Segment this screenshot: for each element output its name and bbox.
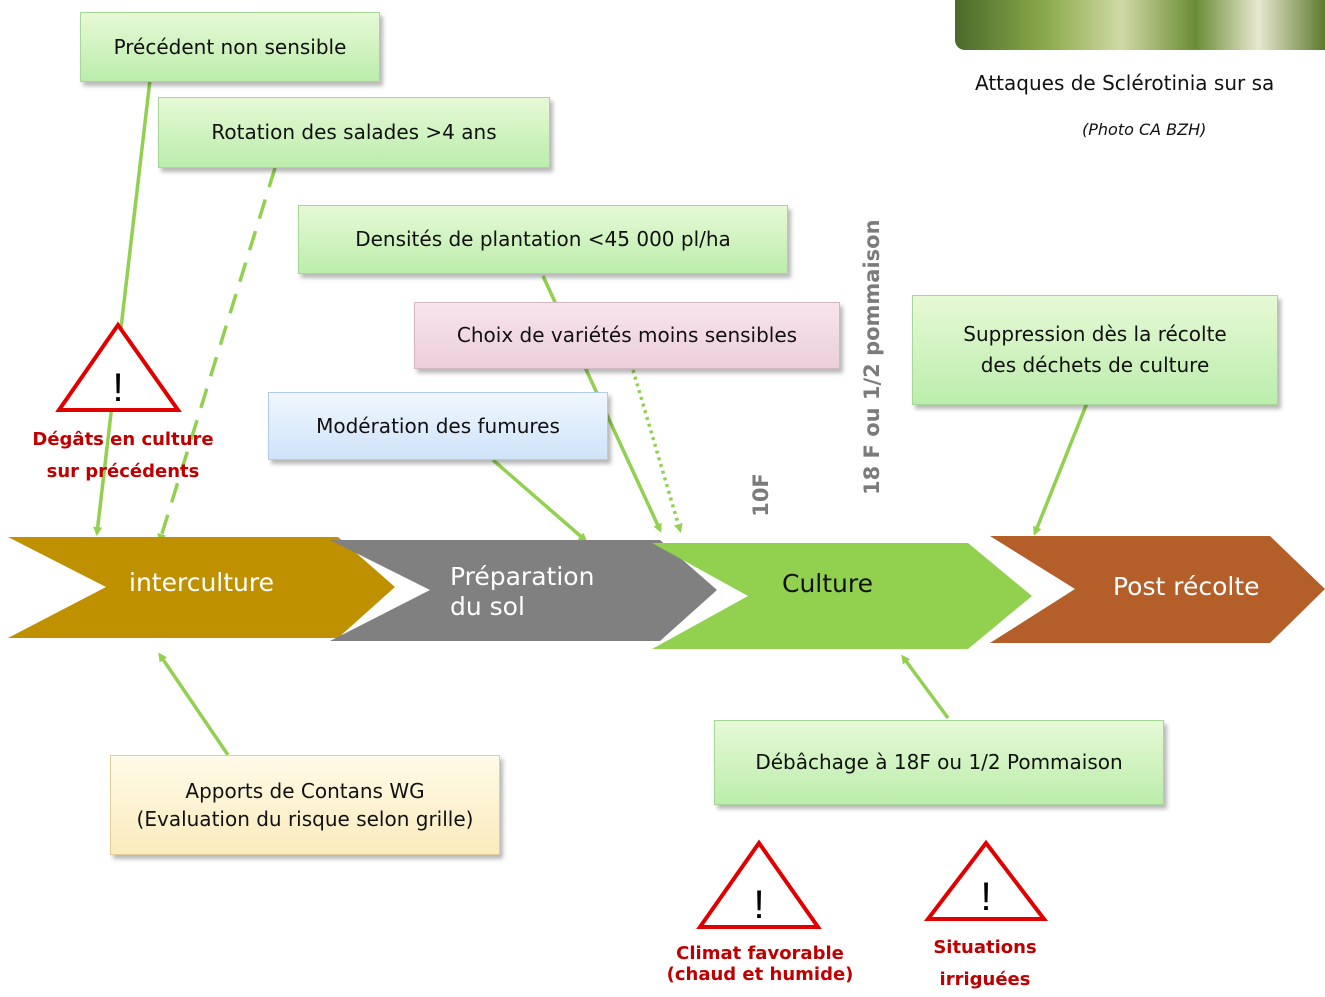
warning-label-degats-line2: sur précédents (46, 460, 200, 482)
warning-label-climat-line1: Climat favorable (676, 943, 844, 964)
warning-triangle-climat (696, 839, 822, 929)
box-suppression-line1: Suppression dès la récolte (963, 322, 1227, 346)
box-contans: Apports de Contans WG (Evaluation du ris… (110, 755, 500, 855)
warning-label-situations-line2: irriguées (939, 968, 1031, 990)
photo-credit: (Photo CA BZH) (1082, 120, 1207, 139)
box-densites: Densités de plantation <45 000 pl/ha (298, 205, 788, 274)
warning-triangle-degats (55, 321, 182, 412)
warning-label-degats-line1: Dégâts en culture (32, 429, 214, 450)
box-precedent: Précédent non sensible (80, 12, 380, 82)
box-contans-line2: (Evaluation du risque selon grille) (136, 807, 474, 831)
warning-label-situations-line1: Situations (933, 937, 1037, 958)
warning-mark-degats: ! (112, 366, 123, 410)
connector-contans (158, 652, 230, 756)
stage-label-preparation-line1: Préparation (450, 562, 595, 591)
warning-mark-situations: ! (980, 875, 991, 919)
stage-label-interculture: interculture (129, 568, 274, 597)
box-varietes: Choix de variétés moins sensibles (414, 302, 840, 369)
warning-triangle-situations (923, 839, 1049, 921)
connector-precedent (93, 79, 152, 536)
stage-interculture (8, 537, 395, 638)
stage-label-preparation-line2: du sol (450, 592, 525, 621)
stage-label-culture: Culture (782, 569, 874, 598)
box-fumures: Modération des fumures (268, 392, 608, 460)
stage-label-preparation: Préparation du sol (450, 562, 594, 622)
stage-preparation (330, 540, 717, 641)
warning-label-climat: Climat favorable (chaud et humide) (655, 943, 865, 985)
box-suppression-line2: des déchets de culture (980, 353, 1210, 377)
warning-label-situations: Situations irriguées (910, 932, 1060, 995)
stage-label-post-recolte: Post récolte (1113, 572, 1260, 601)
box-suppression: Suppression dès la récolte des déchets d… (912, 295, 1278, 405)
warning-mark-climat: ! (753, 883, 764, 927)
warning-label-degats: Dégâts en culture sur précédents (18, 424, 228, 487)
stage-post-recolte (990, 536, 1325, 643)
connector-suppression (1033, 402, 1089, 536)
box-contans-line1: Apports de Contans WG (185, 779, 425, 803)
sclerotinia-photo (955, 0, 1325, 50)
box-debachage: Débâchage à 18F ou 1/2 Pommaison (714, 720, 1164, 805)
photo-caption: Attaques de Sclérotinia sur sa (975, 71, 1275, 95)
connector-debachage (901, 654, 950, 720)
box-rotation: Rotation des salades >4 ans (158, 97, 550, 168)
warning-label-climat-line2: (chaud et humide) (666, 963, 854, 985)
stage-culture (652, 543, 1032, 649)
connector-fumures (491, 458, 588, 542)
